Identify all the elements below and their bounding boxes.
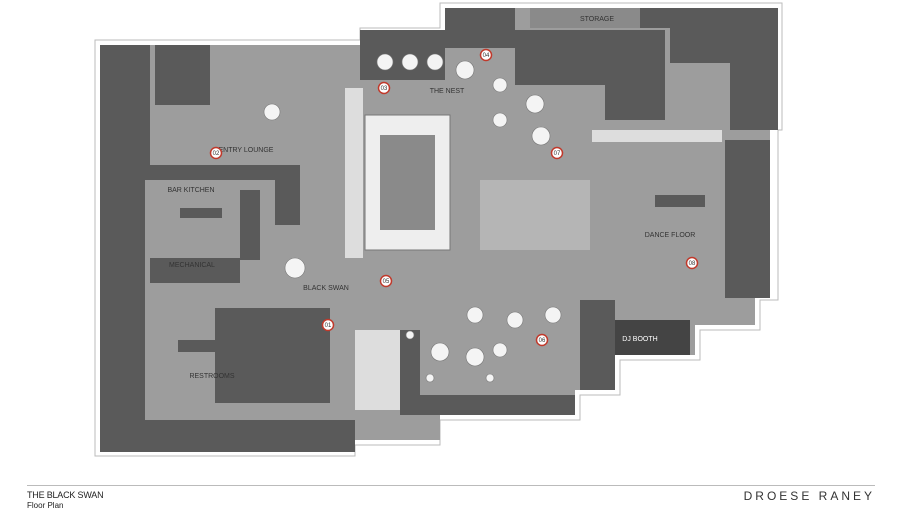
room-label-dj-booth: DJ BOOTH: [622, 336, 657, 343]
room-label-black-swan: BLACK SWAN: [303, 285, 349, 292]
tables: [263, 53, 562, 383]
room-label-entry-lounge: ENTRY LOUNGE: [219, 147, 274, 154]
room-label-storage: STORAGE: [580, 16, 614, 23]
floor-plan: STORAGE THE NEST ENTRY LOUNGE BAR KITCHE…: [94, 2, 783, 457]
marker-08[interactable]: 08: [685, 256, 699, 270]
room-label-dance-floor: DANCE FLOOR: [645, 232, 696, 239]
room-label-restrooms: RESTROOMS: [189, 373, 234, 380]
svg-text:01: 01: [325, 323, 332, 329]
marker-07[interactable]: 07: [550, 146, 564, 160]
marker-02[interactable]: 02: [209, 146, 223, 160]
marker-03[interactable]: 03: [377, 81, 391, 95]
room-label-mechanical: MECHANICAL: [169, 262, 215, 269]
svg-text:02: 02: [213, 151, 220, 157]
marker-01[interactable]: 01: [321, 318, 335, 332]
walls: [100, 8, 778, 452]
svg-text:04: 04: [483, 53, 490, 59]
marker-06[interactable]: 06: [535, 333, 549, 347]
footer-divider: [27, 485, 875, 486]
view-markers: 01 02 03 04 05 06 07 08: [209, 48, 699, 347]
svg-text:07: 07: [554, 151, 561, 157]
marker-05[interactable]: 05: [379, 274, 393, 288]
room-labels: STORAGE THE NEST ENTRY LOUNGE BAR KITCHE…: [167, 16, 695, 380]
project-title: THE BLACK SWAN: [27, 490, 104, 500]
svg-text:05: 05: [383, 279, 390, 285]
svg-text:03: 03: [381, 86, 388, 92]
svg-text:08: 08: [689, 261, 696, 267]
room-label-bar-kitchen: BAR KITCHEN: [167, 187, 214, 194]
room-label-the-nest: THE NEST: [430, 88, 465, 95]
marker-04[interactable]: 04: [479, 48, 493, 62]
svg-text:06: 06: [539, 338, 546, 344]
brand-logo: DROESE RANEY: [743, 489, 875, 503]
